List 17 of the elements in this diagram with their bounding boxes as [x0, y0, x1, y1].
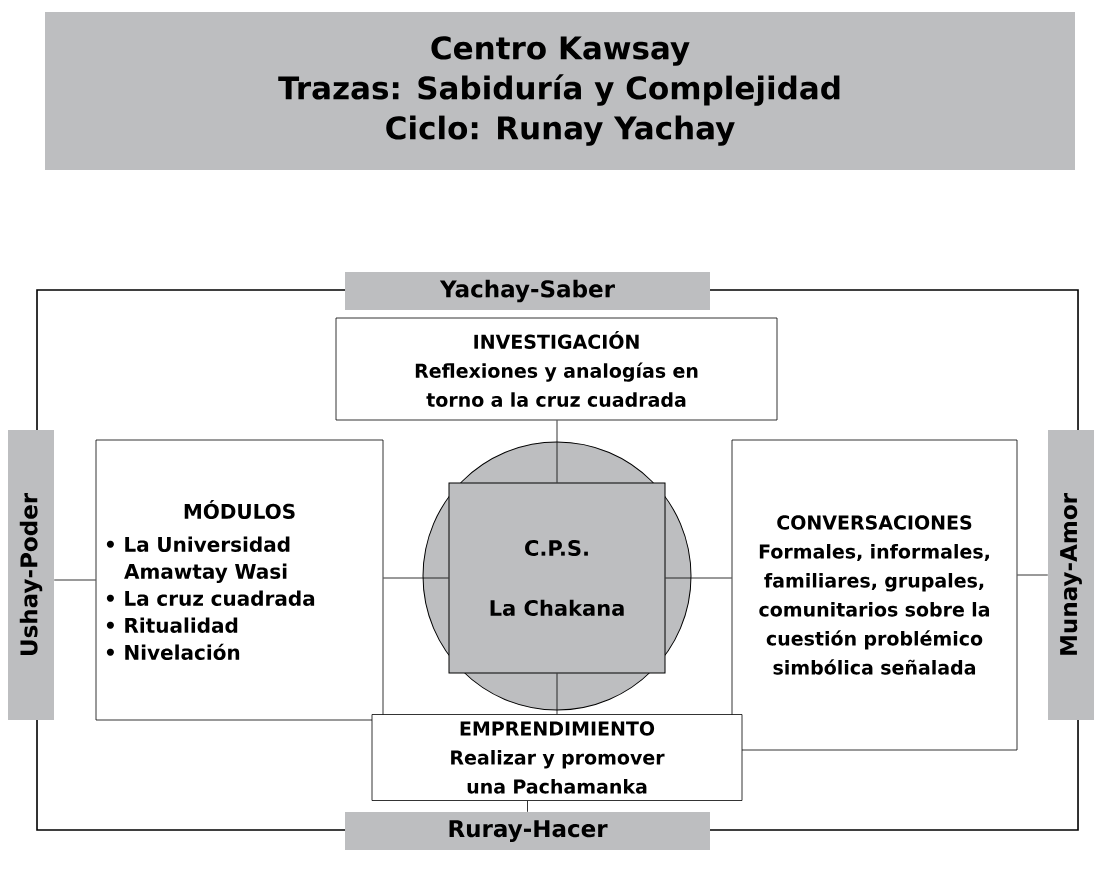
- connector-line: [383, 577, 449, 579]
- connector-line: [1017, 574, 1049, 576]
- side-tab: Ushay-Poder: [8, 430, 54, 720]
- square-box: C.P.S. La Chakana: [448, 482, 666, 674]
- text-box: EMPRENDIMIENTO Realizar y promover una Pachamanka: [371, 714, 743, 801]
- side-tab: Ruray-Hacer: [345, 812, 710, 850]
- side-tab: Yachay-Saber: [345, 272, 710, 310]
- connector-line: [53, 579, 96, 581]
- connector-line: [556, 420, 558, 483]
- text-box: INVESTIGACIÓN Reflexiones y analogías en torno a la cruz cuadrada: [335, 317, 778, 421]
- connector-line: [556, 673, 558, 715]
- text-box: MÓDULOS • La Universidad Amawtay Wasi • La cruz cuadrada • Ritualidad • Nivelación: [95, 439, 384, 721]
- connector-line: [527, 800, 528, 813]
- text-box: CONVERSACIONES Formales, informales, familiares, grupales, comunitarios sobre la cuestión problémico simbólica señalada: [731, 439, 1018, 751]
- title-banner: Centro Kawsay Trazas: Sabiduría y Complejidad Ciclo: Runay Yachay: [45, 12, 1075, 170]
- side-tab: Munay-Amor: [1048, 430, 1094, 720]
- connector-line: [665, 577, 732, 579]
